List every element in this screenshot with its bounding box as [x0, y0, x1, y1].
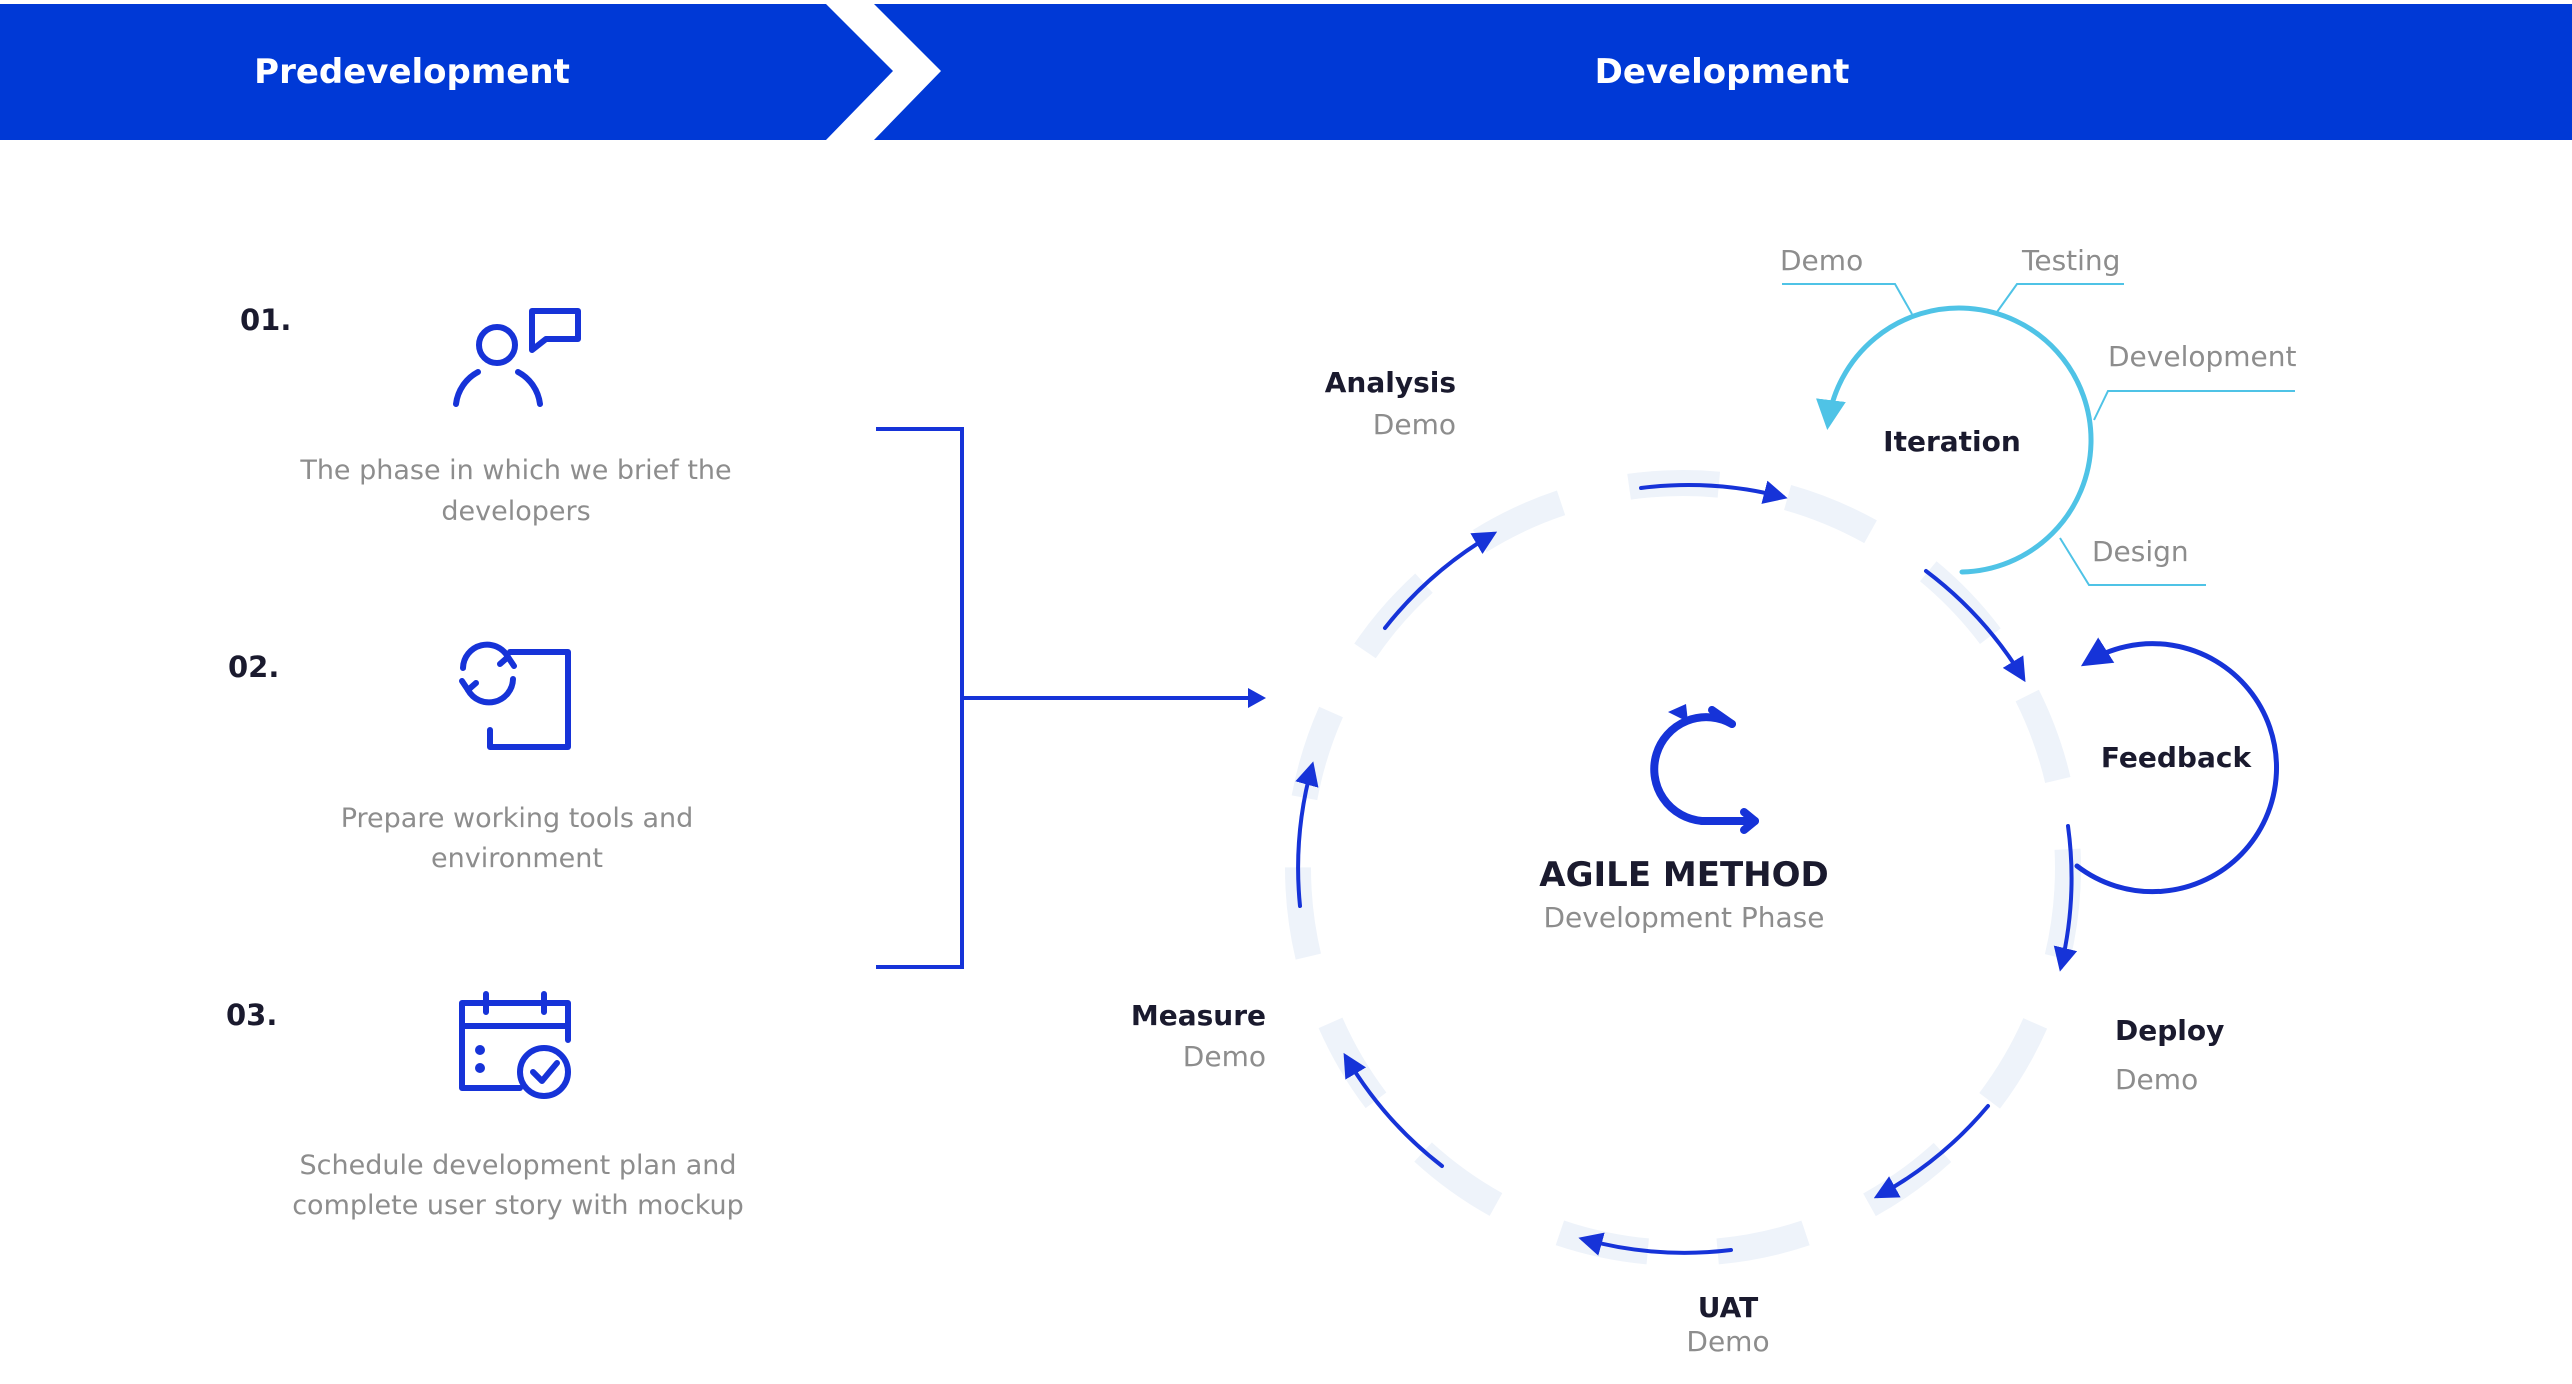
predevelopment-label: Predevelopment: [254, 52, 570, 92]
calendar-check-icon: [459, 991, 571, 1099]
step-description-line1: The phase in which we brief the: [299, 455, 731, 486]
step-number: 01.: [240, 303, 291, 337]
step-03: 03. Schedule development plan and comple…: [226, 991, 744, 1221]
cycle-arrows: [1295, 480, 2078, 1256]
development-chevron: [874, 4, 2572, 140]
agile-loop-arrowhead: [1668, 704, 1688, 722]
step-number: 02.: [228, 650, 279, 684]
phase-label: Deploy: [2115, 1014, 2224, 1047]
iteration-step-testing: Testing: [2021, 244, 2120, 277]
development-label: Development: [1595, 52, 1850, 92]
iteration-callouts: [1782, 283, 2295, 586]
step-description-line2: complete user story with mockup: [292, 1190, 744, 1221]
phase-label: Analysis: [1325, 366, 1456, 399]
step-02: 02. Prepare working tools and environmen…: [228, 641, 694, 874]
agile-loop-icon: [1650, 706, 1759, 834]
phase-feedback: Feedback: [2101, 741, 2253, 774]
refresh-frame-icon: [459, 641, 571, 750]
phase-label: UAT: [1698, 1291, 1758, 1324]
step-description-line2: environment: [431, 843, 603, 874]
cycle-subtitle: Development Phase: [1544, 901, 1825, 934]
phase-sub: Demo: [2115, 1063, 2198, 1096]
phase-analysis: Analysis Demo: [1325, 366, 1456, 441]
phase-iteration: Iteration: [1883, 425, 2021, 458]
cycle-title: AGILE METHOD: [1539, 855, 1828, 895]
step-description-line1: Prepare working tools and: [341, 803, 694, 834]
step-description-line1: Schedule development plan and: [299, 1150, 736, 1181]
phase-uat: UAT Demo: [1686, 1291, 1769, 1358]
person-chat-icon: [453, 308, 581, 407]
phase-sub: Demo: [1183, 1040, 1266, 1073]
phase-label: Measure: [1131, 999, 1266, 1032]
phase-sub: Demo: [1373, 408, 1456, 441]
step-number: 03.: [226, 998, 277, 1032]
phase-label: Iteration: [1883, 425, 2021, 458]
header-banner: Predevelopment Development: [0, 4, 2572, 140]
iteration-step-design: Design: [2092, 535, 2189, 568]
step-description-line2: developers: [441, 496, 590, 527]
phase-label: Feedback: [2101, 741, 2253, 774]
phase-sub: Demo: [1686, 1325, 1769, 1358]
phase-measure: Measure Demo: [1131, 999, 1266, 1073]
step-01: 01. The phase in which we brief the deve…: [240, 303, 732, 527]
iteration-step-development: Development: [2108, 340, 2297, 373]
bracket-connector: [876, 427, 1266, 969]
phase-deploy: Deploy Demo: [2115, 1014, 2224, 1096]
iteration-loop: [1816, 305, 2094, 575]
predevelopment-chevron: [0, 4, 893, 140]
iteration-step-demo: Demo: [1780, 244, 1863, 277]
feedback-loop: [2074, 637, 2280, 895]
